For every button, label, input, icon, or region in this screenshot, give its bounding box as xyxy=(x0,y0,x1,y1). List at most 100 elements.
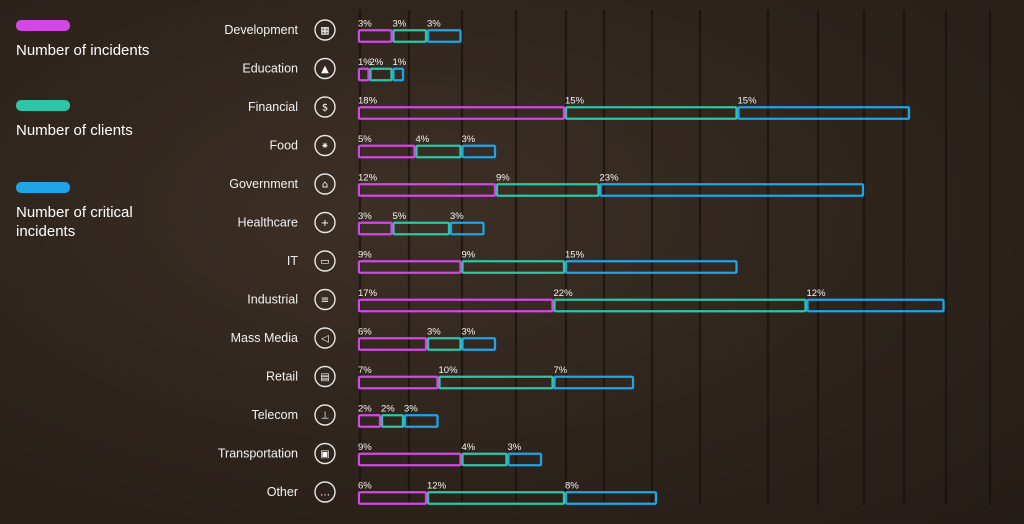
value-label-development-number-of-incidents: 3% xyxy=(358,18,372,29)
category-label-industrial: Industrial xyxy=(247,293,298,307)
bar-transportation-number-of-critical-incidents xyxy=(507,452,543,467)
bus-icon: ▣ xyxy=(314,442,336,465)
value-label-industrial-number-of-critical-incidents: 12% xyxy=(807,288,827,299)
government-building-icon-glyph: ⌂ xyxy=(322,180,328,191)
medical-caduceus-icon-outline xyxy=(314,211,336,234)
category-label-mass-media: Mass Media xyxy=(231,331,298,345)
wheat-icon: ⁕ xyxy=(314,134,336,157)
bar-education-number-of-incidents xyxy=(357,67,370,82)
bar-it-number-of-clients xyxy=(461,260,566,274)
legend-swatch-incidents xyxy=(16,20,70,31)
value-label-telecom-number-of-critical-incidents: 3% xyxy=(404,403,418,414)
value-label-it-number-of-critical-incidents: 15% xyxy=(565,249,585,260)
value-label-transportation-number-of-clients: 4% xyxy=(462,442,476,453)
bus-icon-outline xyxy=(314,442,336,465)
value-label-healthcare-number-of-incidents: 3% xyxy=(358,211,372,222)
factory-icon: ≡ xyxy=(314,288,336,311)
radio-tower-icon: ⊥ xyxy=(314,404,336,426)
value-label-financial-number-of-incidents: 18% xyxy=(358,95,378,106)
bar-retail-number-of-incidents xyxy=(357,375,439,390)
bar-telecom-number-of-critical-incidents xyxy=(403,414,439,428)
bar-education-number-of-critical-incidents xyxy=(392,67,405,82)
bar-financial-number-of-critical-incidents xyxy=(737,106,911,120)
megaphone-icon-outline xyxy=(314,327,336,349)
bar-financial-number-of-clients xyxy=(564,106,738,120)
value-label-food-number-of-incidents: 5% xyxy=(358,134,372,145)
value-label-healthcare-number-of-critical-incidents: 3% xyxy=(450,211,464,222)
bank-icon-glyph: $ xyxy=(322,103,328,114)
legend-swatch-clients xyxy=(16,100,70,111)
bar-telecom-number-of-clients xyxy=(380,414,405,428)
value-label-education-number-of-critical-incidents: 1% xyxy=(393,57,407,68)
bar-food-number-of-critical-incidents xyxy=(461,144,497,159)
value-label-government-number-of-incidents: 12% xyxy=(358,172,378,183)
legend-item-critical-incidents: Number of critical incidents xyxy=(16,182,196,241)
value-label-food-number-of-critical-incidents: 3% xyxy=(462,134,476,145)
factory-icon-outline xyxy=(314,288,336,311)
bar-retail-number-of-critical-incidents xyxy=(553,375,635,390)
government-building-icon: ⌂ xyxy=(314,173,336,195)
bar-retail-number-of-clients xyxy=(438,375,554,390)
legend-item-clients: Number of clients xyxy=(16,100,196,140)
bank-icon-outline xyxy=(314,96,336,118)
bar-mass-media-number-of-clients xyxy=(426,337,462,351)
value-label-education-number-of-incidents: 1% xyxy=(358,57,372,68)
more-dots-icon: … xyxy=(314,481,336,503)
shopping-bag-icon-outline xyxy=(314,365,336,388)
building-icon: ▦ xyxy=(314,19,336,41)
category-label-it: IT xyxy=(287,254,298,268)
bar-healthcare-number-of-critical-incidents xyxy=(449,221,485,236)
bar-food-number-of-incidents xyxy=(357,144,416,159)
graduation-cap-icon: ▲ xyxy=(314,57,336,80)
bar-development-number-of-critical-incidents xyxy=(426,29,462,43)
category-label-development: Development xyxy=(224,23,298,37)
value-label-transportation-number-of-incidents: 9% xyxy=(358,442,372,453)
value-label-government-number-of-critical-incidents: 23% xyxy=(600,172,620,183)
value-label-retail-number-of-critical-incidents: 7% xyxy=(554,365,568,376)
factory-icon-glyph: ≡ xyxy=(321,295,329,306)
value-label-other-number-of-clients: 12% xyxy=(427,480,447,491)
value-label-development-number-of-critical-incidents: 3% xyxy=(427,18,441,29)
bar-food-number-of-clients xyxy=(415,144,462,159)
bar-industrial-number-of-clients xyxy=(553,298,807,313)
bar-healthcare-number-of-clients xyxy=(392,221,451,236)
value-label-transportation-number-of-critical-incidents: 3% xyxy=(508,442,522,453)
bar-education-number-of-clients xyxy=(369,67,393,82)
chart-legend: Number of incidents Number of clients Nu… xyxy=(0,0,200,524)
legend-label-incidents: Number of incidents xyxy=(16,42,150,59)
radio-tower-icon-outline xyxy=(314,404,336,426)
category-label-education: Education xyxy=(242,62,298,76)
category-label-telecom: Telecom xyxy=(251,408,298,422)
more-dots-icon-outline xyxy=(314,481,336,503)
bar-government-number-of-clients xyxy=(495,183,600,197)
value-label-it-number-of-incidents: 9% xyxy=(358,249,372,260)
bar-transportation-number-of-clients xyxy=(461,452,508,467)
bar-other-number-of-clients xyxy=(426,491,566,505)
category-label-financial: Financial xyxy=(248,100,298,114)
graduation-cap-icon-outline xyxy=(314,57,336,80)
legend-item-incidents: Number of incidents xyxy=(16,20,196,60)
megaphone-icon-glyph: ◁ xyxy=(321,334,329,345)
value-label-industrial-number-of-incidents: 17% xyxy=(358,288,378,299)
bar-government-number-of-critical-incidents xyxy=(599,183,865,197)
value-label-development-number-of-clients: 3% xyxy=(393,18,407,29)
value-label-mass-media-number-of-critical-incidents: 3% xyxy=(462,326,476,337)
bar-it-number-of-critical-incidents xyxy=(564,260,738,274)
value-label-it-number-of-clients: 9% xyxy=(462,249,476,260)
legend-label-critical-incidents: Number of critical incidents xyxy=(16,204,133,240)
legend-swatch-critical-incidents xyxy=(16,182,70,193)
category-label-other: Other xyxy=(267,485,298,499)
more-dots-icon-glyph: … xyxy=(320,488,330,499)
bar-telecom-number-of-incidents xyxy=(357,414,382,428)
value-label-education-number-of-clients: 2% xyxy=(370,57,384,68)
wheat-icon-glyph: ⁕ xyxy=(321,141,329,152)
bar-it-number-of-incidents xyxy=(357,260,462,274)
bank-icon: $ xyxy=(314,96,336,118)
value-label-mass-media-number-of-incidents: 6% xyxy=(358,326,372,337)
bar-healthcare-number-of-incidents xyxy=(357,221,393,236)
bar-development-number-of-clients xyxy=(392,29,428,43)
megaphone-icon: ◁ xyxy=(314,327,336,349)
value-label-financial-number-of-critical-incidents: 15% xyxy=(738,95,758,106)
value-label-retail-number-of-incidents: 7% xyxy=(358,365,372,376)
